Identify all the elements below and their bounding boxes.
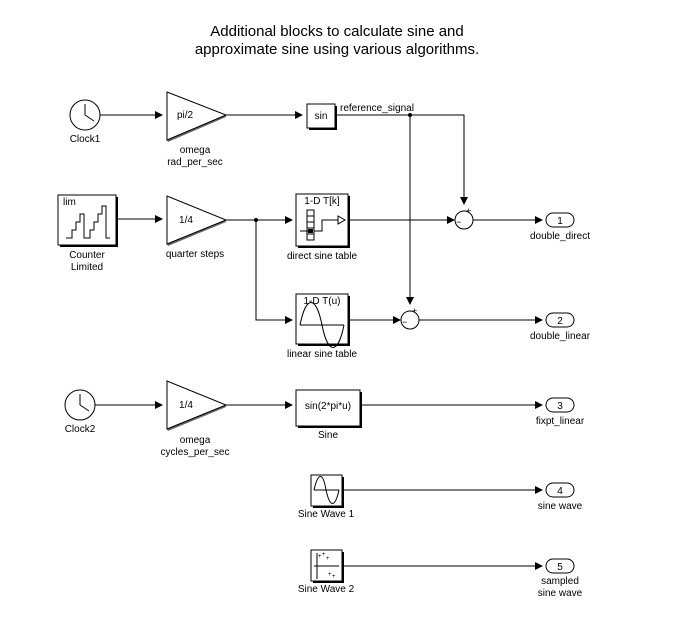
- outport-2[interactable]: [545, 312, 575, 328]
- sum2-plus: +: [412, 306, 417, 316]
- counter-limited-lim: lim: [63, 197, 76, 208]
- clock2-block[interactable]: [64, 389, 96, 421]
- sine-wave-1-block[interactable]: [310, 474, 344, 508]
- clock1-label: Clock1: [70, 134, 101, 145]
- counter-label1: Counter: [69, 250, 105, 261]
- clock-icon: [69, 99, 101, 131]
- direct-table-label: direct sine table: [287, 251, 357, 262]
- outport-1-label: double_direct: [530, 231, 590, 242]
- clock2-label: Clock2: [65, 424, 96, 435]
- clock1-block[interactable]: [69, 99, 101, 131]
- sine-wave-1-label: Sine Wave 1: [298, 509, 355, 520]
- gain-omega-value: pi/2: [177, 110, 194, 121]
- clock-icon: [64, 389, 96, 421]
- gain-omega-label1: omega: [180, 145, 211, 156]
- sum1-minus: −: [456, 217, 461, 227]
- reference-signal-label: reference_signal: [340, 103, 414, 114]
- outport-4[interactable]: [545, 482, 575, 498]
- sine-curve-icon: [299, 302, 345, 348]
- outport-1[interactable]: [545, 212, 575, 228]
- sine-wave-2-block[interactable]: + + + + +: [310, 549, 344, 583]
- linear-table-title: 1-D T(u): [303, 296, 340, 307]
- outport-4-number: 4: [557, 486, 563, 497]
- linear-sine-table-block[interactable]: [295, 293, 350, 348]
- signal-line: [255, 220, 293, 324]
- outport-5-label1: sampled: [541, 576, 579, 587]
- outport-5[interactable]: [545, 558, 575, 574]
- reference-signal-line: [335, 114, 468, 205]
- diagram-title-line1: Additional blocks to calculate sine and: [210, 23, 464, 40]
- counter-limited-block[interactable]: [57, 194, 118, 247]
- diagram-title-line2: approximate sine using various algorithm…: [195, 41, 479, 58]
- gain-quarter-value: 1/4: [179, 215, 193, 226]
- gain-cycles-block[interactable]: [166, 380, 228, 431]
- svg-text:+: +: [328, 572, 332, 578]
- svg-text:+: +: [318, 554, 322, 560]
- gain-quarter-steps-block[interactable]: [166, 195, 228, 246]
- gain-omega-block[interactable]: [166, 91, 228, 142]
- gain-quarter-label: quarter steps: [166, 249, 224, 260]
- outport-5-number: 5: [557, 562, 563, 573]
- outport-2-number: 2: [557, 316, 563, 327]
- direct-sine-table-block[interactable]: [295, 193, 350, 248]
- direct-table-title: 1-D T[k]: [304, 196, 340, 207]
- svg-text:+: +: [332, 574, 336, 580]
- sine-wave-2-label: Sine Wave 2: [298, 584, 355, 595]
- counter-label2: Limited: [71, 262, 103, 273]
- sine-function-label: Sine: [318, 430, 338, 441]
- outport-3-number: 3: [557, 401, 563, 412]
- gain-cycles-value: 1/4: [179, 400, 193, 411]
- gain-cycles-label1: omega: [180, 435, 211, 446]
- svg-text:+: +: [326, 556, 330, 562]
- lookup-table-icon: [300, 209, 347, 241]
- outport-4-label: sine wave: [538, 501, 583, 512]
- outport-3-label: fixpt_linear: [536, 416, 585, 427]
- sine-wave-icon: [313, 476, 340, 504]
- sin-function-block[interactable]: [306, 103, 337, 130]
- staircase-icon: [66, 205, 110, 239]
- gain-omega-label2: rad_per_sec: [167, 157, 223, 168]
- sine-function-block[interactable]: [295, 389, 362, 428]
- sin-function-text: sin: [315, 111, 328, 122]
- outport-3[interactable]: [545, 397, 575, 413]
- linear-table-label: linear sine table: [287, 349, 357, 360]
- sine-function-text: sin(2*pi*u): [305, 401, 351, 412]
- svg-text:+: +: [322, 552, 326, 558]
- sampled-sine-icon: + + + + +: [314, 552, 339, 580]
- outport-1-number: 1: [557, 216, 563, 227]
- gain-cycles-label2: cycles_per_sec: [161, 447, 230, 458]
- outport-2-label: double_linear: [530, 331, 591, 342]
- sum1-plus: +: [466, 206, 471, 216]
- sum2-minus: −: [402, 317, 407, 327]
- outport-5-label2: sine wave: [538, 588, 583, 599]
